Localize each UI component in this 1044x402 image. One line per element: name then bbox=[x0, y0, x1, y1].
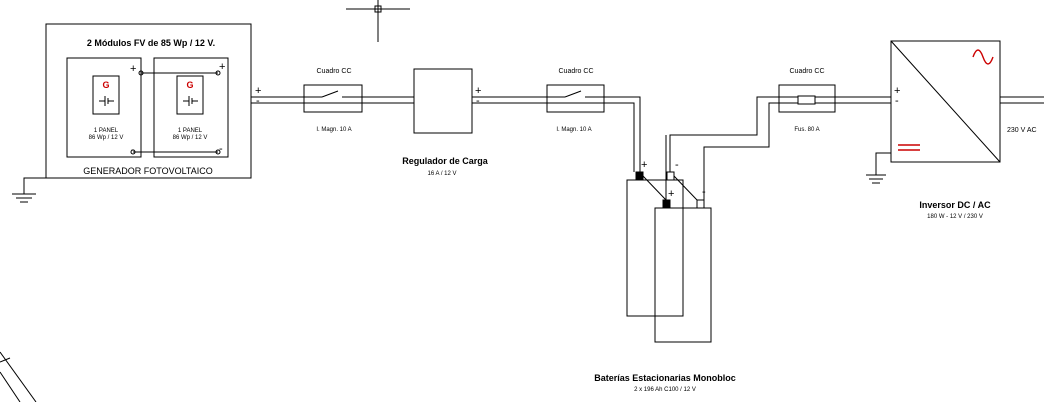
ground-icon-1 bbox=[12, 177, 46, 203]
bat-2-plus: + bbox=[668, 188, 675, 200]
generator-caption: GENERADOR FOTOVOLTAICO bbox=[83, 166, 213, 176]
cuadro2-box bbox=[546, 84, 605, 113]
panel-2-plus: + bbox=[219, 61, 226, 73]
panel-1-spec: 86 Wp / 12 V bbox=[88, 135, 124, 141]
generator-title: 2 Módulos FV de 85 Wp / 12 V. bbox=[86, 38, 216, 48]
panel-2-label: 1 PANEL bbox=[177, 128, 203, 134]
cuadro1-title: Cuadro CC bbox=[316, 68, 352, 75]
generator-box bbox=[45, 23, 252, 179]
panel-1-box bbox=[66, 57, 142, 158]
cuadro1-spec: I. Magn. 10 A bbox=[316, 127, 352, 133]
cuadro1-box bbox=[303, 84, 363, 113]
panel-2-minus: - bbox=[219, 143, 223, 155]
panel-1-minus: - bbox=[131, 144, 135, 156]
ground-icon-2 bbox=[866, 152, 891, 184]
ac-output-label: 230 V AC bbox=[1007, 127, 1037, 134]
bat-2-minus: - bbox=[702, 186, 706, 198]
gen-out-minus: - bbox=[256, 95, 260, 107]
cuadro2-spec: I. Magn. 10 A bbox=[556, 127, 592, 133]
cuadro2-title: Cuadro CC bbox=[558, 68, 594, 75]
batteries-spec: 2 x 196 Ah C100 / 12 V bbox=[634, 387, 696, 393]
panel-1-label: 1 PANEL bbox=[93, 128, 119, 134]
inv-plus: + bbox=[894, 85, 901, 97]
panel-2-box bbox=[153, 57, 229, 158]
crosshair-icon bbox=[346, 0, 410, 42]
panel-2-spec: 86 Wp / 12 V bbox=[172, 135, 208, 141]
gen-out-plus: + bbox=[255, 85, 262, 97]
reg-out-minus: - bbox=[476, 95, 480, 107]
ac-wave-icon bbox=[972, 49, 994, 65]
inverter-title: Inversor DC / AC bbox=[919, 200, 991, 210]
battery-2-box bbox=[654, 207, 712, 343]
corner-fragment bbox=[0, 351, 37, 402]
inv-minus: - bbox=[895, 95, 899, 107]
regulator-title: Regulador de Carga bbox=[402, 156, 488, 166]
cuadro3-title: Cuadro CC bbox=[789, 68, 825, 75]
cell-symbol-icon bbox=[99, 96, 198, 106]
inverter-spec: 180 W - 12 V / 230 V bbox=[927, 214, 983, 220]
regulator-spec: 16 A / 12 V bbox=[427, 171, 457, 177]
inverter-box bbox=[890, 40, 1001, 163]
reg-out-plus: + bbox=[475, 85, 482, 97]
panel-1-plus: + bbox=[130, 63, 137, 75]
bat-1-plus: + bbox=[641, 159, 648, 171]
dc-symbol-icon bbox=[898, 144, 920, 151]
cuadro3-box bbox=[778, 84, 836, 113]
panel-1-symbol-box bbox=[92, 75, 120, 115]
cuadro3-spec: Fus. 80 A bbox=[794, 127, 820, 133]
panel-2-symbol-box bbox=[176, 75, 204, 115]
panel-1-symbol: G bbox=[102, 80, 110, 90]
batteries-title: Baterías Estacionarias Monobloc bbox=[594, 373, 736, 383]
panel-2-symbol: G bbox=[186, 80, 194, 90]
bat-1-minus: - bbox=[675, 159, 679, 171]
regulator-box bbox=[413, 68, 473, 134]
